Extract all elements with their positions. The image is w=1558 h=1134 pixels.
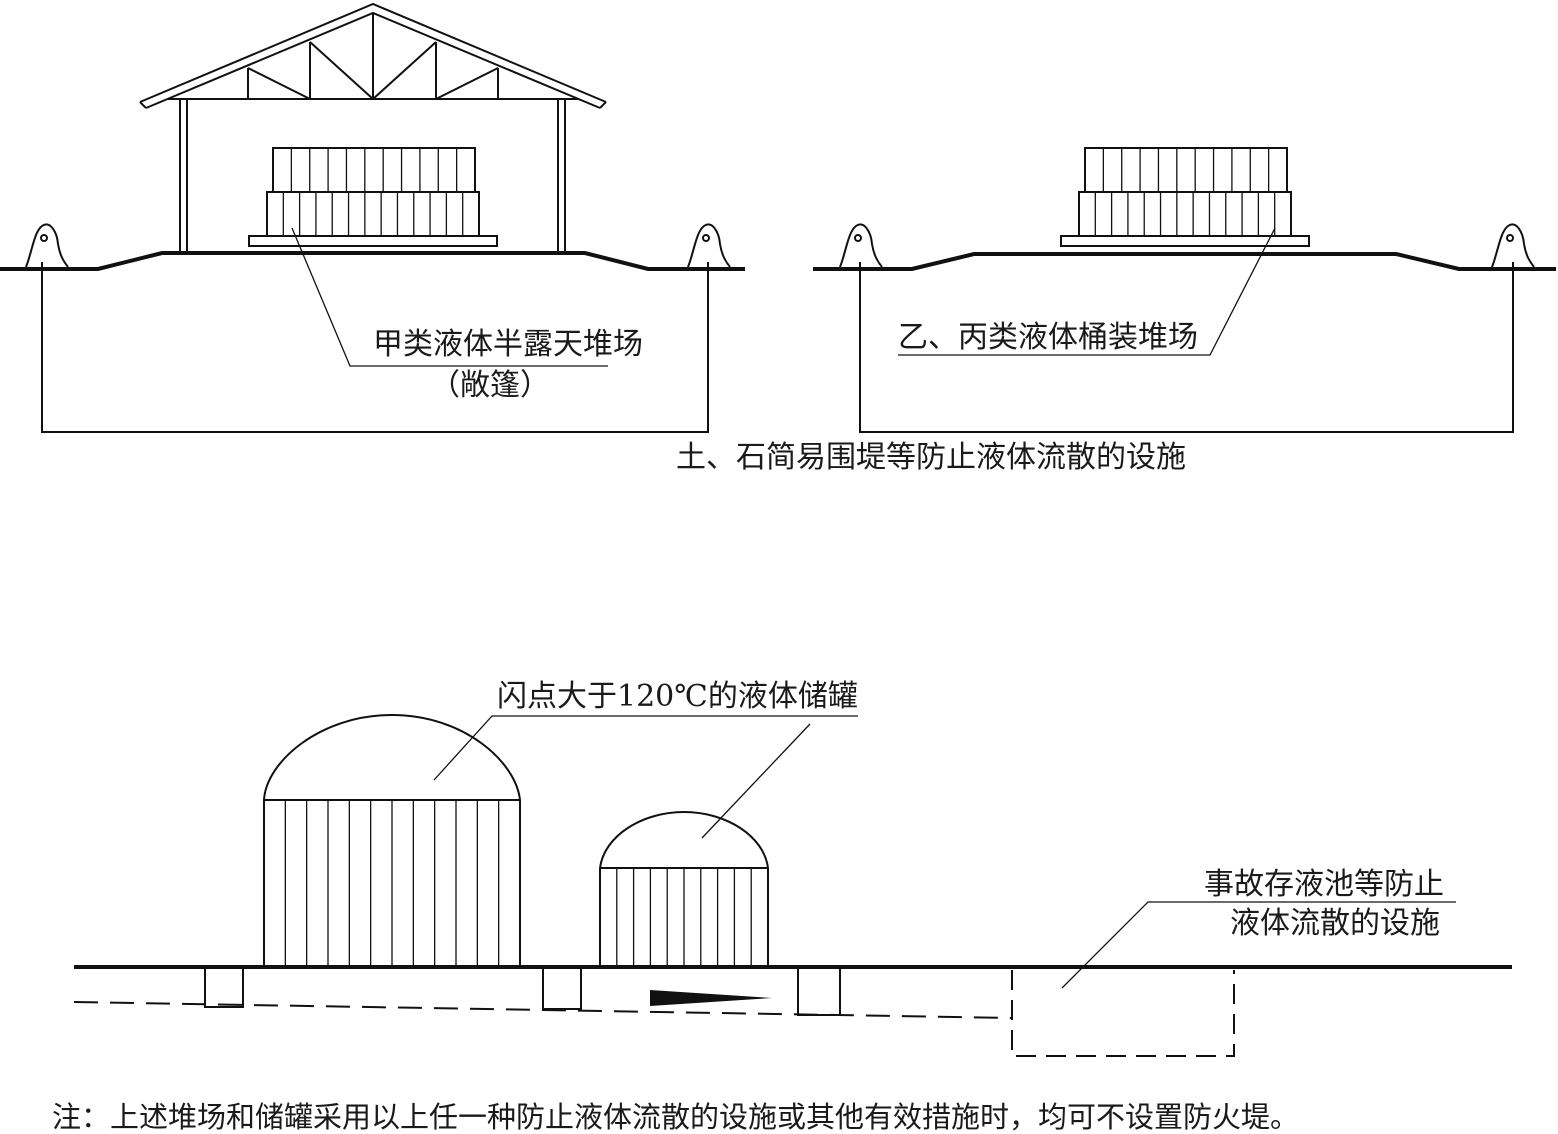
drum-stack-right [1060, 147, 1310, 247]
leader-semi-open-yard [291, 227, 608, 367]
shed-roof [139, 2, 607, 109]
dike-bumps [25, 223, 1535, 268]
drum-yard-drawing [813, 147, 1556, 271]
drum-stack-left [248, 147, 498, 247]
drum-row [1078, 191, 1292, 237]
label-drum-yard: 乙、丙类液体桶装堆场 [898, 320, 1198, 355]
dike-bump [839, 223, 883, 268]
dike-bump [1491, 223, 1535, 268]
pallet [1060, 235, 1310, 247]
accident-pool-dashed [1011, 970, 1235, 1057]
leader-drum-yard [898, 227, 1276, 356]
label-semi-open-yard-note: （敞篷） [430, 368, 550, 403]
small-tank-ribs [616, 868, 752, 967]
label-accident-pool-line2: 液体流散的设施 [1230, 906, 1440, 941]
dike-bump [25, 223, 69, 268]
shed-columns [179, 99, 566, 253]
dike-leader-bracket [41, 262, 1514, 433]
semi-open-yard-drawing [0, 2, 745, 271]
pier [797, 966, 841, 1016]
flow-arrow [650, 990, 772, 1006]
pallet [248, 235, 498, 247]
drum-row [266, 191, 480, 237]
label-semi-open-yard: 甲类液体半露天堆场 [373, 327, 643, 362]
leader-tank-small [701, 723, 811, 839]
pier [542, 966, 582, 1010]
ground-line-right [813, 252, 1556, 271]
tanks-drawing [73, 713, 1512, 1057]
leader-accident-pool [1061, 901, 1456, 989]
ground-line-left [0, 251, 745, 271]
drum-row [1084, 147, 1288, 193]
label-accident-pool-line1: 事故存液池等防止 [1204, 867, 1444, 902]
drainage-pipe-dashed [73, 1001, 1013, 1019]
label-dike-facility: 土、石简易围堤等防止液体流散的设施 [676, 440, 1186, 475]
pier [204, 966, 244, 1008]
large-tank-ribs [284, 800, 500, 967]
leader-tank-large [433, 715, 858, 781]
dike-bump [687, 223, 731, 268]
footnote: 注：上述堆场和储罐采用以上任一种防止液体流散的设施或其他有效措施时，均可不设置防… [52, 1100, 1299, 1134]
large-tank [263, 713, 521, 967]
small-tank [599, 810, 769, 967]
drum-row [272, 147, 476, 193]
label-tank: 闪点大于120℃的液体储罐 [497, 679, 858, 714]
